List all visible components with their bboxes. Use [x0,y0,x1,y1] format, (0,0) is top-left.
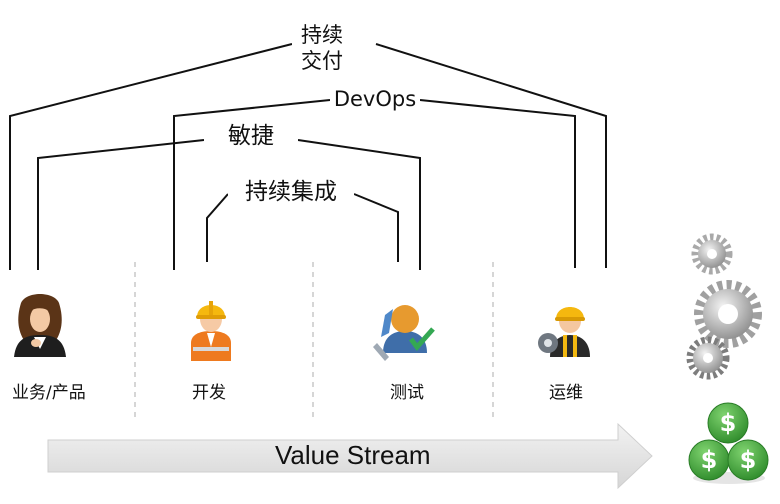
svg-text:$: $ [720,409,737,437]
continuous-delivery-line2: 交付 [301,49,343,73]
dollar-coins-icon: $ $ $ [688,402,769,484]
ops-engineer-gear-icon [538,307,590,357]
ci-bracket-left [206,193,229,262]
cd-bracket-left [9,43,293,270]
ci-bracket-right [353,193,399,262]
role-label-dev: 开发 [192,383,226,403]
svg-text:$: $ [740,446,757,474]
devops-bracket-left [173,99,331,270]
gears-icon [686,233,762,380]
svg-text:$: $ [701,446,718,474]
role-label-business-product: 业务/产品 [12,383,86,403]
value-stream-arrow [47,422,653,490]
businesswoman-icon [14,294,66,357]
agile-bracket-left [37,139,205,270]
devops-bracket-right [419,99,576,268]
role-label-ops: 运维 [549,383,583,403]
agile-label: 敏捷 [204,123,298,150]
value-stream-label: Value Stream [275,440,431,470]
agile-bracket-right [297,139,421,270]
tester-checkmark-icon [373,305,435,361]
cd-bracket-right [375,43,607,268]
role-label-test: 测试 [390,383,424,403]
continuous-integration-label: 持续集成 [228,179,354,206]
continuous-delivery-label: 持续 交付 [292,22,352,74]
construction-worker-icon [191,301,231,361]
continuous-delivery-line1: 持续 [301,23,343,47]
devops-label: DevOps [330,87,420,112]
